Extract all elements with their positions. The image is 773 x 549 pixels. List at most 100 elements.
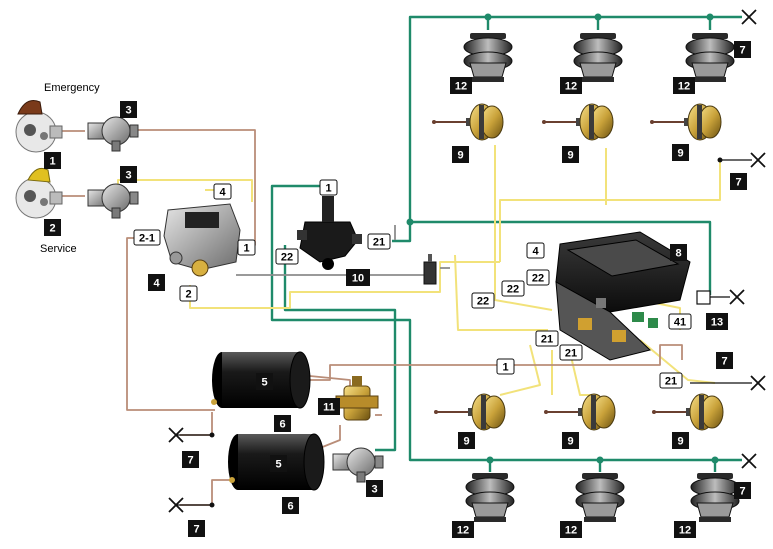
svg-text:21: 21 [541,334,553,346]
air-spring-4 [465,472,515,523]
svg-text:12: 12 [455,81,467,93]
svg-text:11: 11 [323,402,335,414]
callout-3: 3 [120,166,137,183]
port-label: 21 [535,330,559,347]
callout-7: 7 [188,520,205,537]
exhaust-x-icon [168,497,184,513]
service-label: Service [40,243,77,255]
air-spring-5 [575,472,625,523]
svg-text:1: 1 [49,156,55,168]
svg-text:9: 9 [677,148,683,160]
port-label: 21 [367,233,391,250]
callout-9: 9 [452,146,469,163]
svg-text:1: 1 [325,183,331,195]
callout-5: 5 [256,373,273,390]
brake-chamber-6 [651,393,724,431]
svg-text:2: 2 [49,223,55,235]
callout-9: 9 [672,144,689,161]
callout-9: 9 [458,432,475,449]
exhaust-x-icon [741,453,757,469]
svg-text:9: 9 [567,150,573,162]
svg-text:2: 2 [185,289,191,301]
relay-valve [297,196,362,270]
svg-text:7: 7 [187,455,193,467]
svg-text:7: 7 [721,356,727,368]
callout-6: 6 [282,497,299,514]
callout-9: 9 [562,146,579,163]
svg-text:3: 3 [125,170,131,182]
svg-text:8: 8 [675,248,681,260]
air-spring-2 [573,32,623,83]
svg-text:22: 22 [281,252,293,264]
svg-text:21: 21 [373,237,385,249]
filter-valve-emergency [87,116,139,152]
svg-text:7: 7 [193,524,199,536]
svg-text:7: 7 [739,486,745,498]
callout-2: 2 [44,219,61,236]
svg-text:3: 3 [371,484,377,496]
filter-valve-lower [332,447,384,483]
exhaust-x-icon [750,375,766,391]
svg-text:10: 10 [352,273,364,285]
port-label: 22 [526,269,550,286]
port-label: 4 [526,242,545,259]
svg-text:21: 21 [665,376,677,388]
brake-chamber-2 [541,103,614,141]
svg-text:12: 12 [679,525,691,537]
callout-12: 12 [673,77,695,94]
svg-text:2-1: 2-1 [139,233,155,245]
svg-text:4: 4 [153,278,160,290]
emergency-coupling [15,100,63,153]
pressure-limiting-valve [335,376,379,421]
callout-12: 12 [560,77,582,94]
port-label: 1 [237,239,256,256]
air-spring-6 [690,472,740,523]
ebs-modulator [555,231,691,361]
callout-9: 9 [562,432,579,449]
callout-12: 12 [560,521,582,538]
svg-text:21: 21 [565,348,577,360]
port-label: 22 [471,292,495,309]
port-label: 21 [559,344,583,361]
callout-12: 12 [674,521,696,538]
svg-text:4: 4 [532,246,539,258]
callout-8: 8 [670,244,687,261]
svg-text:7: 7 [735,177,741,189]
port-label: 22 [501,280,525,297]
callout-10: 10 [346,269,370,286]
air-spring-3 [685,32,735,83]
callout-11: 11 [318,398,340,415]
air-spring-1 [463,32,513,83]
svg-text:41: 41 [674,317,686,329]
service-coupling [15,167,63,219]
port-label: 41 [668,313,692,330]
svg-text:4: 4 [219,187,226,199]
emergency-label: Emergency [44,82,100,94]
svg-text:1: 1 [502,362,508,374]
port-label: 21 [659,372,683,389]
exhaust-x-icon [741,9,757,25]
callout-7: 7 [730,173,747,190]
svg-text:12: 12 [457,525,469,537]
callout-3: 3 [120,101,137,118]
svg-text:9: 9 [567,436,573,448]
callout-12: 12 [450,77,472,94]
callout-7: 7 [716,352,733,369]
port-label: 2 [179,285,198,302]
svg-text:13: 13 [711,317,723,329]
exhaust-x-icon [729,289,745,305]
port-label: 4 [213,183,232,200]
svg-text:5: 5 [261,377,267,389]
svg-text:7: 7 [739,45,745,57]
callout-5: 5 [270,455,287,472]
brake-chamber-5 [543,393,616,431]
callout-7: 7 [734,482,751,499]
callout-9: 9 [672,432,689,449]
svg-text:9: 9 [457,150,463,162]
trailer-control-valve [163,203,241,277]
callout-6: 6 [274,415,291,432]
pressure-sensor [423,254,437,285]
port-label: 1 [319,179,338,196]
callout-12: 12 [452,521,474,538]
